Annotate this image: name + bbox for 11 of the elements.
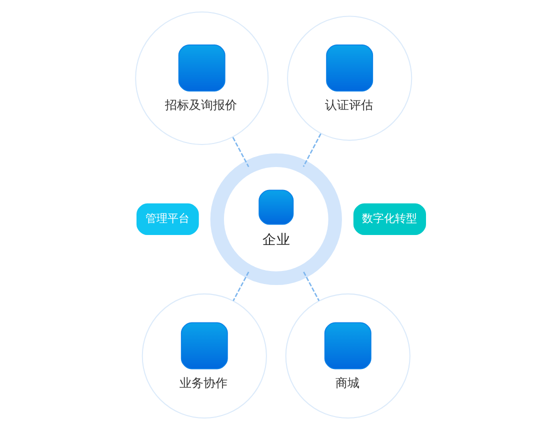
node-circle: 企业 <box>210 153 342 286</box>
connector <box>232 272 249 302</box>
node-circle: 商城 <box>284 293 410 419</box>
node-circle: 认证评估 <box>286 16 412 141</box>
connector <box>302 272 320 302</box>
connector <box>302 133 321 167</box>
node-box: 管理平台 <box>136 203 198 236</box>
node-box: 数字化转型 <box>352 203 426 236</box>
connector <box>232 137 249 168</box>
node-circle: 业务协作 <box>141 293 266 419</box>
node-circle: 招标及询报价 <box>134 12 268 145</box>
